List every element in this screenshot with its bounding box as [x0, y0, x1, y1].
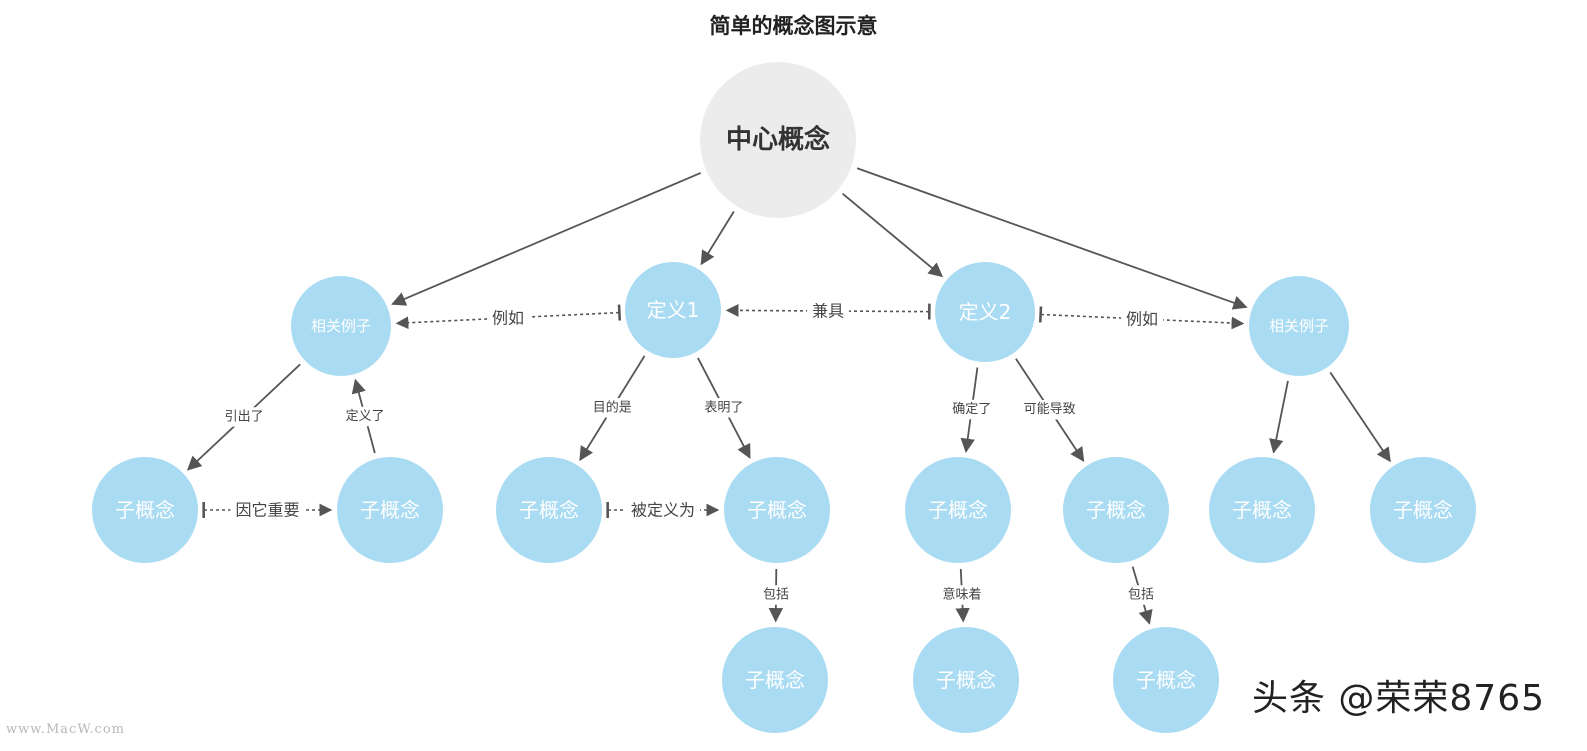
node-label-c8: 子概念	[1393, 498, 1453, 522]
edge-label: 例如	[1126, 310, 1158, 329]
node-c10	[913, 627, 1019, 733]
node-label-c1: 子概念	[115, 498, 175, 522]
node-ex_right	[1249, 276, 1349, 376]
node-c7	[1209, 457, 1315, 563]
node-label-c2: 子概念	[360, 498, 420, 522]
page-title: 简单的概念图示意	[709, 14, 878, 38]
node-c2	[337, 457, 443, 563]
edge-label: 被定义为	[631, 501, 695, 520]
node-center	[700, 62, 856, 218]
node-label-center: 中心概念	[726, 124, 830, 155]
node-label-def1: 定义1	[647, 298, 700, 322]
edge-label: 包括	[1128, 588, 1154, 603]
edge-label: 因它重要	[235, 501, 299, 520]
edge-label: 包括	[763, 588, 789, 603]
node-c6	[1063, 457, 1169, 563]
node-c11	[1113, 627, 1219, 733]
edge-label-bg	[947, 399, 997, 420]
edge-label: 目的是	[593, 399, 632, 415]
node-label-ex_left: 相关例子	[311, 317, 371, 335]
edge-label: 例如	[492, 308, 524, 327]
node-label-c5: 子概念	[928, 498, 988, 522]
node-ex_left	[291, 276, 391, 376]
edge-ex_right-c7	[1269, 380, 1289, 454]
edge-label-bg	[219, 407, 269, 427]
node-c9	[722, 627, 828, 733]
edge-label: 定义了	[346, 409, 385, 424]
edge-center-def1	[700, 210, 735, 266]
edge-center-ex_right	[856, 167, 1248, 310]
edge-label-bg	[340, 406, 390, 427]
edge-label-bg	[626, 498, 700, 522]
edge-label-bg	[486, 305, 529, 330]
edge-label: 表明了	[704, 400, 743, 415]
node-label-c6: 子概念	[1086, 498, 1146, 522]
node-label-c3: 子概念	[519, 498, 579, 522]
edge-label-bg	[758, 585, 794, 605]
node-label-c11: 子概念	[1136, 668, 1196, 692]
edge-label-bg	[807, 298, 849, 323]
watermark-right: 头条 @荣荣8765	[1251, 678, 1545, 719]
edge-label-bg	[937, 585, 987, 605]
edge-label: 确定了	[952, 402, 991, 417]
edge-center-ex_left	[391, 172, 702, 306]
node-c4	[724, 457, 830, 563]
edge-label: 意味着	[942, 587, 981, 603]
edge-label-bg	[230, 498, 305, 522]
edge-label-bg	[587, 398, 637, 418]
edge-label-bg	[699, 398, 749, 418]
node-c8	[1370, 457, 1476, 563]
node-label-ex_right: 相关例子	[1269, 317, 1329, 335]
node-label-def2: 定义2	[959, 300, 1012, 324]
edge-center-def2	[842, 192, 944, 278]
node-label-c7: 子概念	[1232, 498, 1292, 522]
edge-def2-ex_right	[1038, 306, 1245, 330]
node-def1	[625, 262, 721, 358]
node-def2	[935, 262, 1035, 362]
edge-def2-def1	[725, 303, 931, 320]
edge-label-bg	[1123, 585, 1159, 605]
edge-label-bg	[1121, 307, 1163, 331]
node-label-c9: 子概念	[745, 668, 805, 692]
node-c1	[92, 457, 198, 563]
edge-def1-ex_left	[395, 304, 622, 330]
edge-ex_right-c8	[1329, 371, 1391, 463]
watermark-left: www.MacW.com	[6, 722, 125, 737]
edge-label: 兼具	[812, 301, 844, 320]
edge-label: 可能导致	[1024, 402, 1076, 417]
node-c3	[496, 457, 602, 563]
node-c5	[905, 457, 1011, 563]
edge-label: 引出了	[225, 409, 264, 424]
edge-label-bg	[1018, 399, 1081, 420]
node-label-c4: 子概念	[747, 498, 807, 522]
node-label-c10: 子概念	[936, 668, 996, 692]
